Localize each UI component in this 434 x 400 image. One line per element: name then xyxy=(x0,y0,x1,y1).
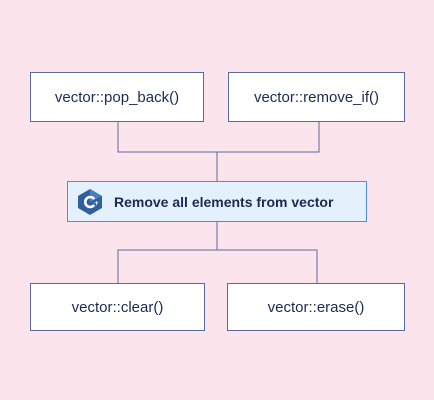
node-pop-back: vector::pop_back() xyxy=(30,72,204,122)
node-clear-label: vector::clear() xyxy=(71,298,164,316)
node-erase-label: vector::erase() xyxy=(267,298,365,316)
node-erase: vector::erase() xyxy=(227,283,405,331)
center-node: + Remove all elements from vector xyxy=(67,181,367,222)
node-remove-if: vector::remove_if() xyxy=(228,72,405,122)
node-clear: vector::clear() xyxy=(30,283,205,331)
cpp-logo-icon: + xyxy=(78,188,102,215)
connector-bottom xyxy=(117,222,318,283)
svg-text:+: + xyxy=(94,199,99,207)
node-pop-back-label: vector::pop_back() xyxy=(54,88,180,106)
connector-top xyxy=(117,122,320,181)
center-node-label: Remove all elements from vector xyxy=(114,193,334,210)
node-remove-if-label: vector::remove_if() xyxy=(253,88,380,106)
